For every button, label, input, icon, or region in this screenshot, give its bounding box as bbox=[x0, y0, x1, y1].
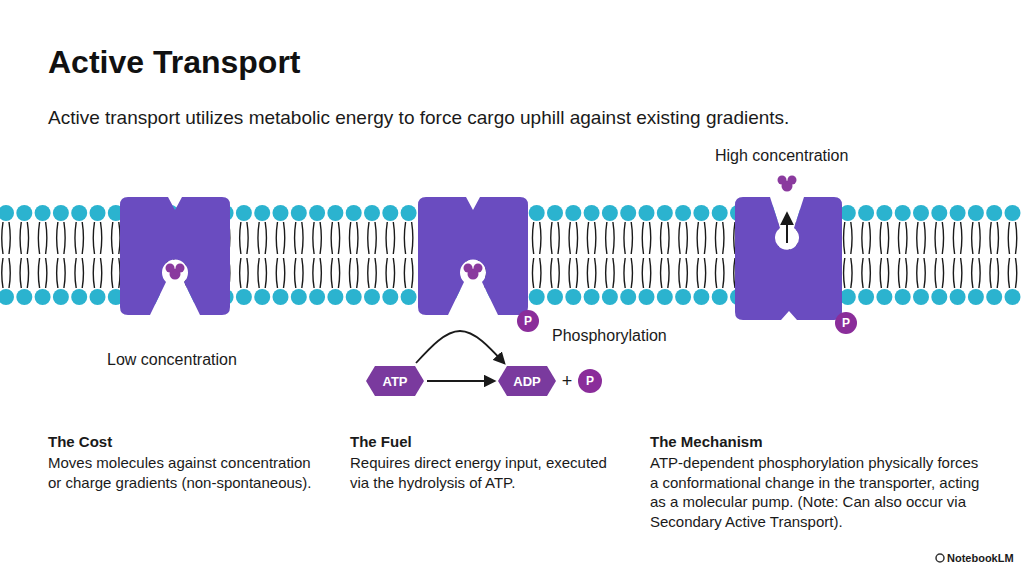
node-text: P bbox=[586, 375, 594, 387]
phosphate-circle: P bbox=[578, 369, 602, 393]
section-heading: The Mechanism bbox=[650, 432, 763, 452]
transporter-open-inside bbox=[120, 197, 230, 315]
transporter-phosphorylated bbox=[418, 197, 528, 315]
process-label: Phosphorylation bbox=[552, 326, 667, 347]
title: Active Transport bbox=[48, 42, 301, 84]
region-label: High concentration bbox=[715, 146, 848, 167]
atp-hexagon: ATP bbox=[366, 366, 424, 396]
section-body: ATP-dependent phosphorylation physically… bbox=[650, 453, 988, 531]
node-text: ADP bbox=[513, 375, 540, 388]
adp-hexagon: ADP bbox=[498, 366, 556, 396]
curved-arrow bbox=[416, 331, 504, 363]
section-body: Requires direct energy input, executed v… bbox=[350, 453, 626, 492]
node-text: P bbox=[524, 315, 532, 327]
reaction-arrow bbox=[427, 380, 494, 382]
notebooklm-icon bbox=[936, 554, 944, 562]
section-body: Moves molecules against concentration or… bbox=[48, 453, 320, 492]
watermark: NotebookLM bbox=[947, 551, 1014, 565]
phosphate-circle: P bbox=[517, 310, 539, 332]
phosphate-circle: P bbox=[835, 312, 857, 334]
subtitle: Active transport utilizes metabolic ener… bbox=[48, 106, 789, 131]
node-text: P bbox=[842, 317, 850, 329]
transporter-open-outside bbox=[735, 176, 842, 321]
node-text: ATP bbox=[382, 375, 407, 388]
plus-sign: + bbox=[562, 372, 573, 390]
region-label: Low concentration bbox=[107, 350, 237, 371]
section-heading: The Cost bbox=[48, 432, 112, 452]
section-heading: The Fuel bbox=[350, 432, 412, 452]
